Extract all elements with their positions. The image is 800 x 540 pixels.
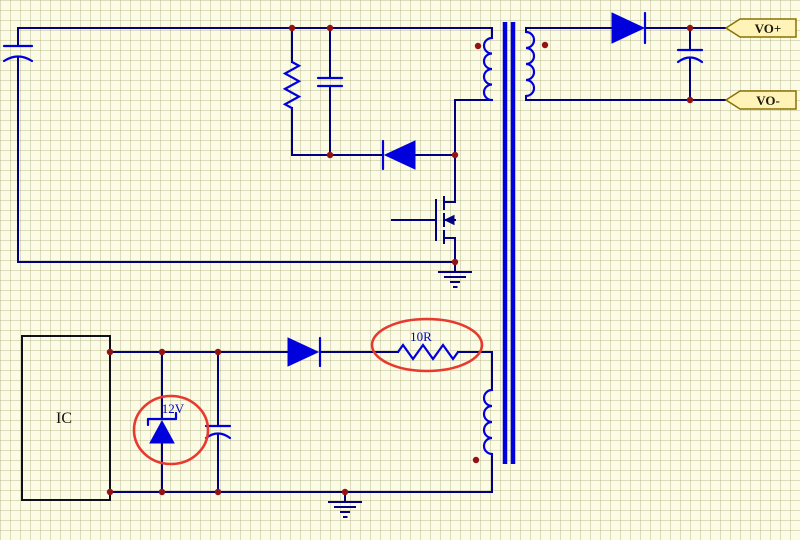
ic-label: IC [56, 410, 72, 427]
aux-polarity-dot [472, 456, 480, 464]
mosfet-body-arrow [443, 214, 455, 226]
mosfet[interactable] [391, 196, 456, 244]
zener-voltage-label: 12V [162, 401, 185, 416]
clamp-diode[interactable] [381, 139, 416, 171]
primary-ground-symbol[interactable] [438, 261, 472, 288]
secondary-winding[interactable] [524, 30, 536, 98]
aux-diode[interactable] [287, 336, 322, 368]
output-capacitor[interactable] [676, 48, 704, 64]
highlight-ellipse-resistor [370, 317, 484, 373]
limit-resistor[interactable]: 10R [396, 329, 460, 361]
snubber-resistor[interactable] [282, 60, 302, 110]
highlight-ellipse-zener [132, 394, 210, 466]
zener-diode[interactable]: 12V [146, 401, 185, 444]
input-capacitor[interactable] [2, 44, 34, 63]
port-vo-plus[interactable]: VO+ [724, 18, 797, 38]
wire-net[interactable] [17, 27, 727, 493]
primary-winding[interactable] [482, 36, 494, 102]
transformer-core [502, 22, 516, 464]
secondary-polarity-dot [541, 41, 549, 49]
port-vo-minus[interactable]: VO- [724, 90, 797, 110]
resistor-value-label: 10R [410, 329, 432, 344]
port-vo-minus-label: VO- [756, 93, 780, 108]
aux-winding[interactable] [482, 388, 494, 456]
primary-polarity-dot [474, 42, 482, 50]
transformer[interactable] [472, 22, 549, 464]
port-vo-plus-label: VO+ [755, 21, 782, 36]
ic-box[interactable]: IC [21, 335, 111, 501]
secondary-ground-symbol[interactable] [328, 491, 362, 518]
snubber-capacitor[interactable] [316, 76, 344, 88]
output-diode[interactable] [611, 11, 647, 45]
junction-dots [106, 24, 694, 496]
